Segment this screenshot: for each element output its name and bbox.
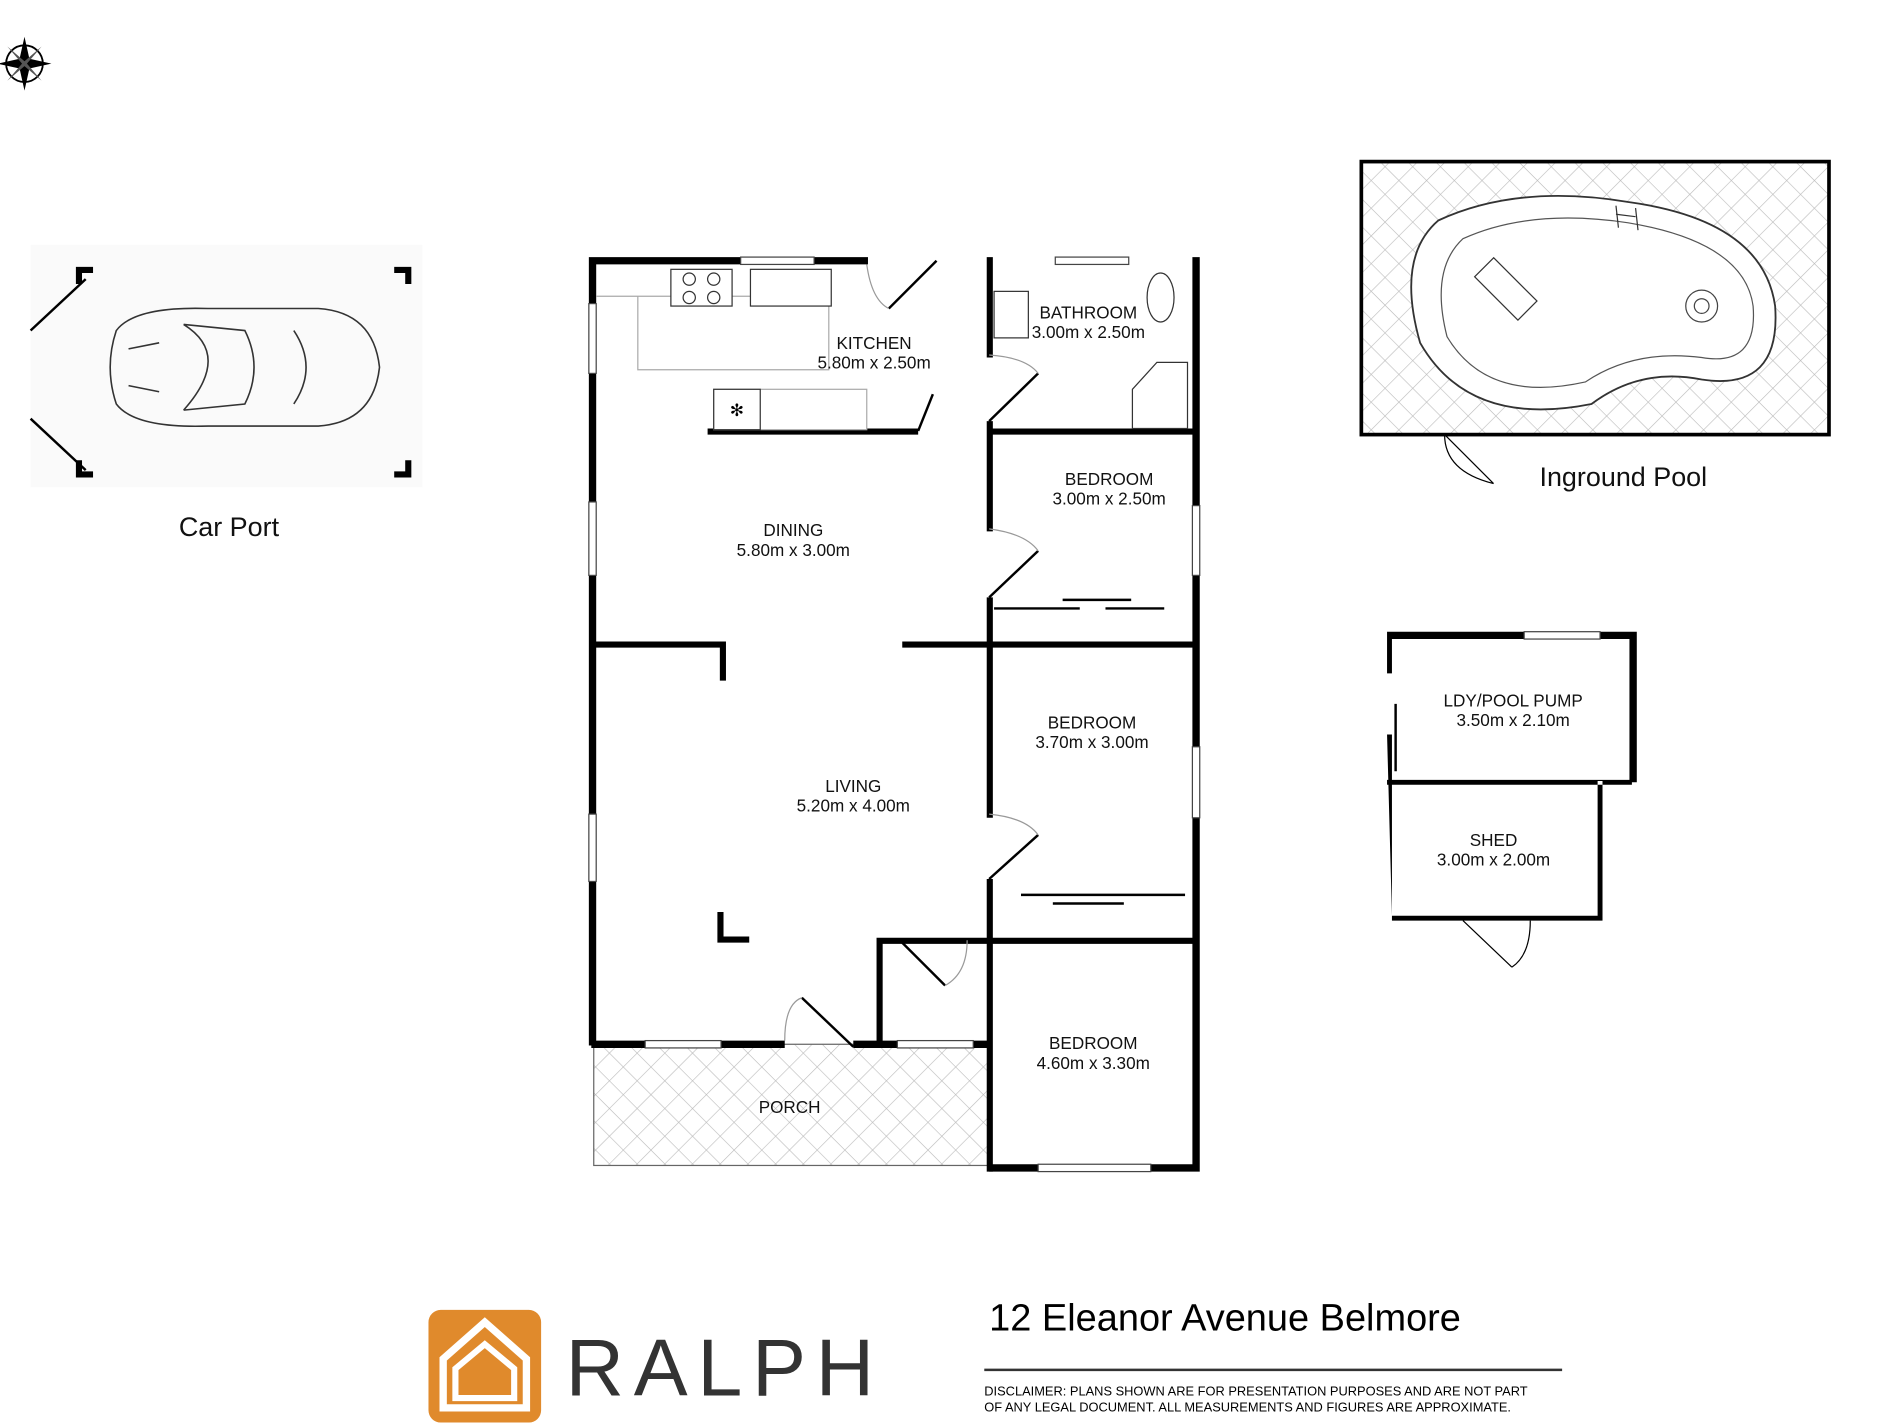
brand-name: RALPH — [566, 1324, 884, 1414]
basin-icon — [993, 290, 1029, 339]
disclaimer-line-1: DISCLAIMER: PLANS SHOWN ARE FOR PRESENTA… — [984, 1384, 1528, 1399]
ralph-logo — [428, 1309, 542, 1423]
bedroom3-name: BEDROOM — [1049, 1033, 1138, 1053]
laundry-name: LDY/POOL PUMP — [1444, 690, 1583, 710]
bedroom1-size: 3.00m x 2.50m — [1053, 488, 1166, 508]
bedroom2-name: BEDROOM — [1048, 712, 1137, 732]
shed-size: 3.00m x 2.00m — [1437, 850, 1550, 870]
outbuilding: LDY/POOL PUMP 3.50m x 2.10m SHED 3.00m x… — [1387, 631, 1637, 968]
svg-text:✻: ✻ — [730, 400, 744, 420]
shed-name: SHED — [1470, 830, 1518, 850]
inground-pool: Inground Pool — [1359, 159, 1831, 492]
toilet-icon — [1146, 272, 1175, 323]
car-port: Car Port — [29, 244, 423, 542]
dining-name: DINING — [763, 520, 823, 540]
bathroom-name: BATHROOM — [1039, 302, 1137, 322]
car-icon — [109, 307, 381, 428]
laundry-size: 3.50m x 2.10m — [1457, 710, 1570, 730]
bathroom-size: 3.00m x 2.50m — [1032, 322, 1145, 342]
pool-label: Inground Pool — [1539, 462, 1707, 492]
bedroom3-size: 4.60m x 3.30m — [1037, 1053, 1150, 1073]
bedroom1-name: BEDROOM — [1065, 469, 1154, 489]
stove-icon — [670, 268, 733, 307]
bedroom2-size: 3.70m x 3.00m — [1035, 732, 1148, 752]
main-house: ✻ KITCHEN 5.80m x 2.50m BATHROOM 3.00m x… — [588, 256, 1201, 1173]
kitchen-size: 5.80m x 2.50m — [817, 352, 930, 372]
porch-name: PORCH — [759, 1097, 821, 1117]
living-name: LIVING — [825, 776, 881, 796]
compass-icon — [0, 36, 52, 91]
disclaimer-line-2: OF ANY LEGAL DOCUMENT. ALL MEASUREMENTS … — [984, 1400, 1511, 1415]
property-address: 12 Eleanor Avenue Belmore — [989, 1298, 1461, 1340]
shower-icon — [1131, 361, 1189, 430]
car-port-label: Car Port — [179, 512, 280, 542]
footer: RALPH 12 Eleanor Avenue Belmore DISCLAIM… — [428, 1298, 1563, 1423]
sink-icon — [749, 268, 832, 307]
dining-size: 5.80m x 3.00m — [737, 540, 850, 560]
living-size: 5.20m x 4.00m — [797, 796, 910, 816]
fridge-icon — [713, 388, 761, 431]
kitchen-name: KITCHEN — [837, 333, 912, 353]
